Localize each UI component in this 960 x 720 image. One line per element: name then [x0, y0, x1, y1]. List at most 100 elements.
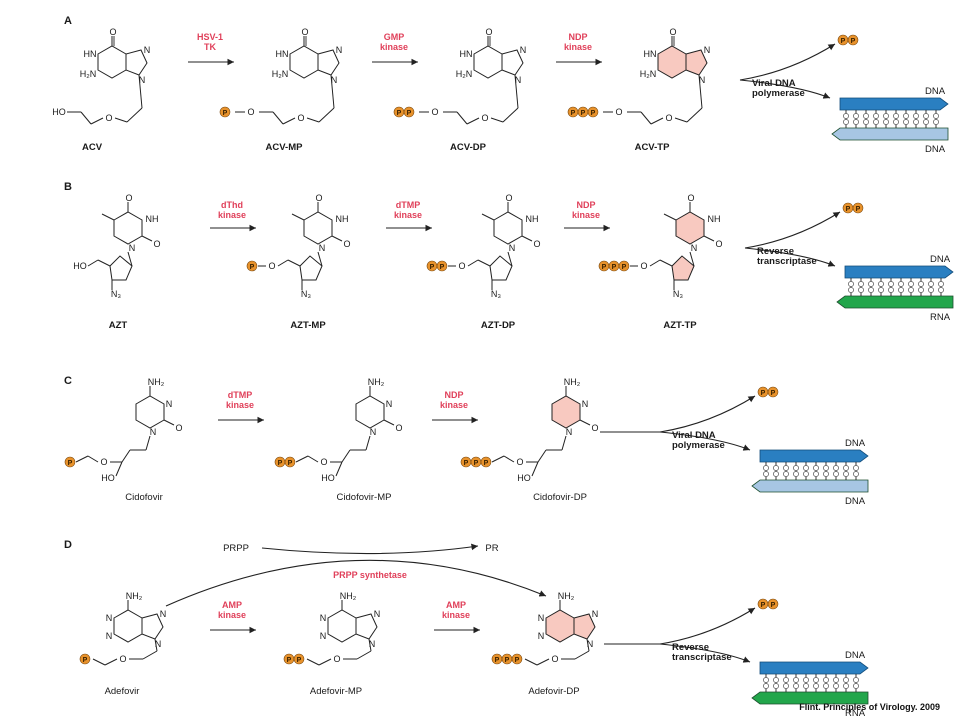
- phosphate-label: P: [68, 460, 73, 467]
- atom-label: O: [687, 193, 694, 203]
- panel-letter: A: [64, 15, 72, 27]
- incorporation-arrow: [744, 247, 836, 267]
- atom-label: NH₂: [564, 377, 581, 387]
- enzyme-name: kinase: [564, 42, 592, 52]
- atom-label: NH: [708, 214, 721, 224]
- phosphate-label: P: [495, 657, 500, 664]
- atom-label: HN: [276, 49, 289, 59]
- phosphate-label: P: [464, 460, 469, 467]
- enzyme-name: NDP: [444, 390, 463, 400]
- atom-label: O: [591, 423, 598, 433]
- atom-label: N: [538, 613, 545, 623]
- enzyme-name: HSV-1: [197, 32, 223, 42]
- phosphate-icon: [618, 260, 630, 272]
- incorporation-arrow: [659, 431, 751, 451]
- atom-label: N: [691, 243, 698, 253]
- compound-name: Cidofovir: [125, 492, 163, 503]
- strand-label: DNA: [925, 86, 946, 97]
- atom-label: N: [538, 631, 545, 641]
- atom-label: O: [669, 27, 676, 37]
- atom-label: N: [582, 399, 589, 409]
- atom-label: HN: [84, 49, 97, 59]
- phosphate-icon: [767, 598, 779, 610]
- phosphate-label: P: [846, 206, 851, 213]
- polymerase-name: transcriptase: [757, 256, 817, 267]
- template-strand: [831, 127, 949, 141]
- enzyme-name: kinase: [572, 210, 600, 220]
- enzyme-name: kinase: [226, 400, 254, 410]
- atom-label: O: [431, 107, 438, 117]
- prpp-label: PRPP: [223, 543, 249, 554]
- atom-label: N₃: [301, 289, 311, 299]
- byproduct-arrow: [659, 395, 756, 433]
- phosphate-label: P: [841, 38, 846, 45]
- phosphate-icon: [847, 34, 859, 46]
- atom-label: HO: [517, 473, 531, 483]
- citation: Flint. Principles of Virology. 2009: [799, 702, 940, 712]
- phosphate-label: P: [505, 657, 510, 664]
- atom-label: O: [297, 113, 304, 123]
- dna-strand: [759, 661, 869, 675]
- atom-label: O: [247, 107, 254, 117]
- dna-strand: [844, 265, 954, 279]
- atom-label: N: [699, 75, 706, 85]
- phosphate-chain: P: [219, 106, 231, 118]
- phosphate-label: P: [288, 460, 293, 467]
- enzyme-name: AMP: [446, 600, 466, 610]
- atom-label: N: [592, 609, 599, 619]
- phosphate-icon: [79, 653, 91, 665]
- compound-name: AZT-TP: [663, 320, 697, 331]
- strand-label: RNA: [930, 312, 951, 323]
- compound-name: Adefovir-DP: [528, 686, 579, 697]
- compound-name: AZT-DP: [481, 320, 516, 331]
- strand-label: DNA: [845, 650, 866, 661]
- pr-label: PR: [485, 543, 498, 554]
- compound-name: Cidofovir-MP: [337, 492, 392, 503]
- phosphate-label: P: [397, 110, 402, 117]
- atom-label: H₂N: [272, 69, 289, 79]
- phosphate-label: P: [515, 657, 520, 664]
- atom-label: N: [515, 75, 522, 85]
- atom-label: O: [551, 654, 558, 664]
- atom-label: N₃: [491, 289, 501, 299]
- phosphate-chain: P: [246, 260, 258, 272]
- atom-label: HO: [73, 261, 87, 271]
- dna-strand: [839, 97, 949, 111]
- atom-label: N: [106, 631, 113, 641]
- atom-label: NH₂: [340, 591, 357, 601]
- phosphate-icon: [293, 653, 305, 665]
- phosphate-label: P: [761, 602, 766, 609]
- atom-label: N₃: [673, 289, 683, 299]
- atom-label: O: [343, 239, 350, 249]
- atom-label: O: [109, 27, 116, 37]
- enzyme-name: dTMP: [396, 200, 421, 210]
- phosphate-label: P: [474, 460, 479, 467]
- phosphate-icon: [511, 653, 523, 665]
- enzyme-name: NDP: [568, 32, 587, 42]
- compound-name: AZT-MP: [290, 320, 326, 331]
- phosphate-icon: [587, 106, 599, 118]
- atom-label: N: [144, 45, 151, 55]
- atom-label: N: [369, 639, 376, 649]
- atom-label: H₂N: [456, 69, 473, 79]
- phosphate-label: P: [83, 657, 88, 664]
- atom-label: N: [319, 243, 326, 253]
- atom-label: N: [587, 639, 594, 649]
- dna-strand: [759, 449, 869, 463]
- atom-label: O: [665, 113, 672, 123]
- enzyme-name: dTMP: [228, 390, 253, 400]
